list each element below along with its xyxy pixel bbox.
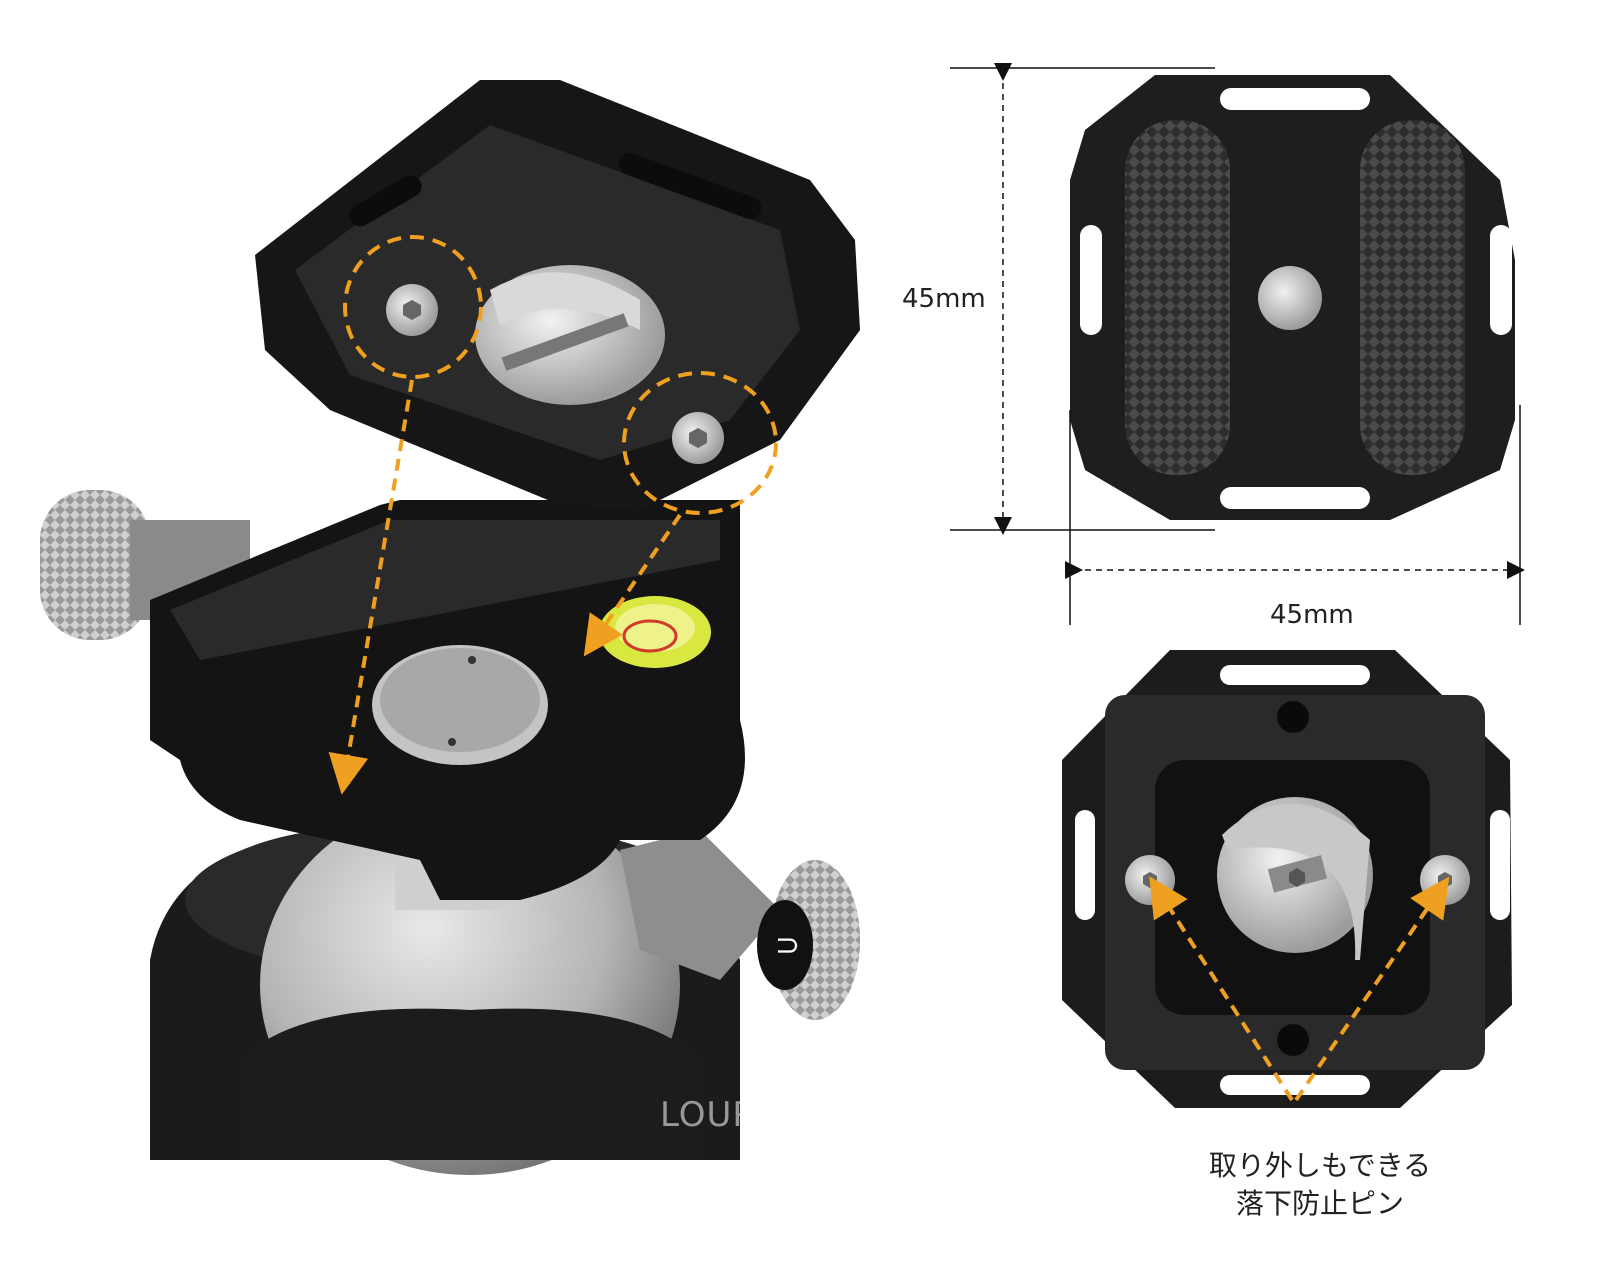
plate-top-view xyxy=(1070,75,1515,520)
clamp-knob-front: ⊃ xyxy=(620,830,860,1020)
width-dimension-label: 45mm xyxy=(1270,600,1354,630)
pin-callout-left xyxy=(328,235,483,795)
pin-caption: 取り外しもできる 落下防止ピン xyxy=(1180,1147,1460,1223)
bubble-level xyxy=(599,596,711,668)
quick-release-plate-exploded xyxy=(255,80,860,510)
ball-head-photo: ⊃ xyxy=(40,80,860,1175)
pin-callout-right xyxy=(583,371,778,657)
studio-watermark: LOUPE STUDIO xyxy=(660,1095,925,1135)
quick-release-clamp xyxy=(150,500,745,900)
dimension-lines xyxy=(950,63,1525,625)
plate-bottom-view xyxy=(1062,650,1512,1108)
pin-callout-arrows-bottom xyxy=(1149,876,1450,1102)
pin-caption-line2: 落下防止ピン xyxy=(1235,1187,1404,1220)
pin-caption-line1: 取り外しもできる xyxy=(1208,1149,1432,1182)
svg-text:⊃: ⊃ xyxy=(775,928,800,963)
height-dimension-label: 45mm xyxy=(902,284,986,314)
